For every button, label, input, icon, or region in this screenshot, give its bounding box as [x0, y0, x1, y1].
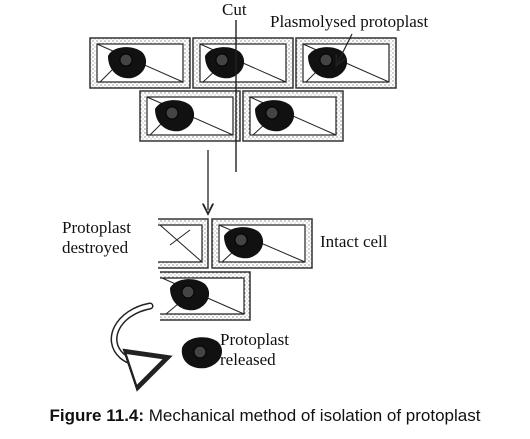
cell [139, 90, 241, 142]
protoplast-isolation-diagram [89, 20, 397, 400]
cut-label: Cut [222, 0, 247, 19]
intact-cell-label: Intact cell [320, 232, 388, 251]
cut-tissue [158, 218, 313, 321]
cell [160, 271, 251, 321]
protoplast-destroyed-line2: destroyed [62, 238, 129, 257]
intact-cell [211, 218, 313, 269]
figure-caption-text: Mechanical method of isolation of protop… [144, 406, 481, 425]
cell [242, 90, 344, 142]
cell [192, 37, 294, 89]
destroyed-cell [158, 218, 209, 269]
released-protoplast [181, 337, 222, 369]
protoplast-released-line1: Protoplast [220, 330, 289, 349]
protoplast-destroyed-line1: Protoplast [62, 218, 131, 237]
figure-number: Figure 11.4: [49, 406, 145, 425]
plasmolysed-protoplast-label: Plasmolysed protoplast [270, 12, 429, 31]
protoplast-destroyed-label: Protoplast destroyed [62, 218, 131, 258]
protoplast-released-label: Protoplast released [220, 330, 289, 370]
plasmolysed-pointer [338, 33, 353, 62]
cell [89, 37, 191, 89]
protoplast-released-line2: released [220, 350, 276, 369]
top-tissue [89, 37, 397, 142]
figure-caption: Figure 11.4: Mechanical method of isolat… [0, 406, 530, 426]
